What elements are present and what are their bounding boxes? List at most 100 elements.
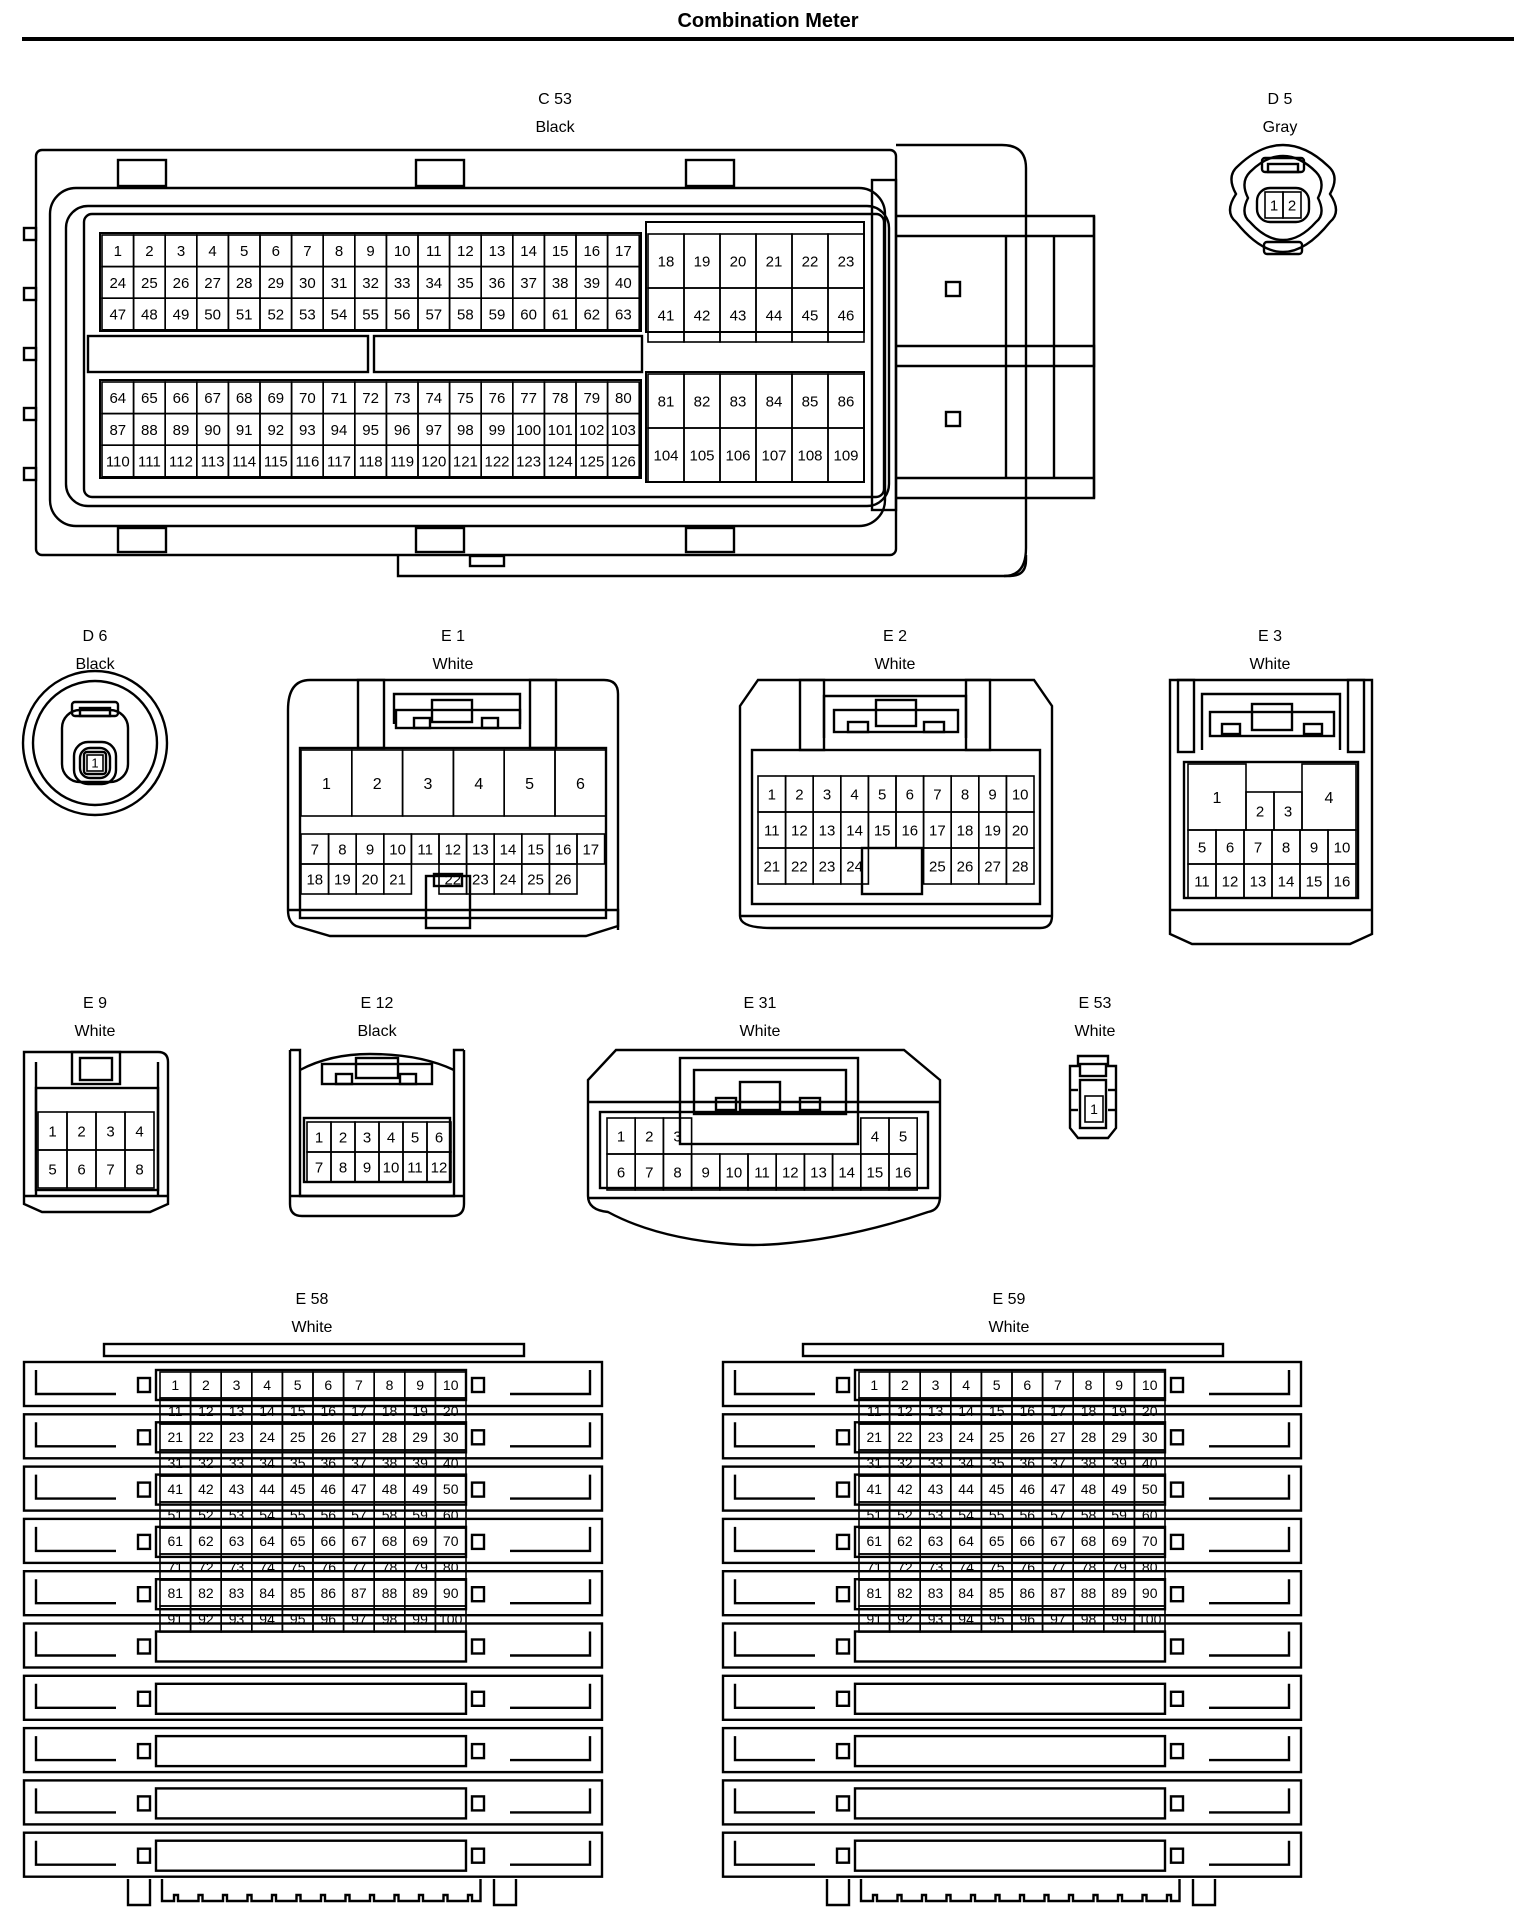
svg-text:3: 3 xyxy=(424,776,433,793)
pin-c53-11: 11 xyxy=(417,234,451,268)
svg-text:84: 84 xyxy=(259,1585,275,1601)
connector-label-e9: E 9 White xyxy=(30,990,160,1046)
pin-e58-38: 38 xyxy=(373,1449,406,1477)
svg-text:4: 4 xyxy=(387,1129,395,1146)
svg-text:16: 16 xyxy=(321,1403,337,1419)
pin-c53-10: 10 xyxy=(385,234,419,268)
svg-text:60: 60 xyxy=(443,1507,459,1523)
svg-text:5: 5 xyxy=(240,243,248,260)
pin-c53-126: 126 xyxy=(606,444,640,478)
pin-e58-4: 4 xyxy=(251,1371,284,1399)
connector-e9 xyxy=(22,1050,170,1214)
pin-e58-16: 16 xyxy=(312,1397,345,1425)
pin-c53-39: 39 xyxy=(575,265,609,300)
svg-text:68: 68 xyxy=(1081,1533,1097,1549)
pin-e1-19: 19 xyxy=(327,863,358,895)
svg-text:56: 56 xyxy=(1020,1507,1036,1523)
svg-text:62: 62 xyxy=(897,1533,913,1549)
connector-label-e59: E 59 White xyxy=(944,1286,1074,1342)
pin-e59-44: 44 xyxy=(949,1475,983,1503)
svg-text:70: 70 xyxy=(1142,1533,1158,1549)
svg-text:63: 63 xyxy=(615,306,632,323)
svg-text:72: 72 xyxy=(362,390,379,407)
svg-text:94: 94 xyxy=(958,1611,974,1627)
connector-c53 xyxy=(22,143,1096,578)
svg-text:18: 18 xyxy=(658,253,675,270)
svg-text:93: 93 xyxy=(229,1611,245,1627)
pin-c53-71: 71 xyxy=(322,381,356,415)
pin-e59-51: 51 xyxy=(858,1501,891,1529)
svg-text:107: 107 xyxy=(761,447,786,464)
svg-text:115: 115 xyxy=(264,453,288,470)
pin-d5-1: 1 xyxy=(1264,191,1284,219)
svg-text:1: 1 xyxy=(48,1123,56,1140)
pin-e58-32: 32 xyxy=(189,1449,223,1477)
svg-text:26: 26 xyxy=(957,858,974,875)
pin-c53-59: 59 xyxy=(480,297,514,331)
pin-c53-80: 80 xyxy=(606,381,640,415)
pin-e58-25: 25 xyxy=(281,1423,314,1451)
svg-text:11: 11 xyxy=(867,1403,882,1419)
svg-text:85: 85 xyxy=(802,393,819,410)
svg-text:123: 123 xyxy=(516,453,541,470)
pin-c53-34: 34 xyxy=(417,265,451,300)
svg-text:24: 24 xyxy=(109,275,126,292)
pin-e31-3: 3 xyxy=(662,1117,693,1155)
pin-e1-1: 1 xyxy=(300,749,353,817)
pin-c53-69: 69 xyxy=(259,381,293,415)
svg-text:25: 25 xyxy=(929,858,946,875)
pin-e59-10: 10 xyxy=(1133,1371,1166,1399)
connector-id-c53: C 53 xyxy=(538,91,572,108)
pin-c53-96: 96 xyxy=(385,412,419,447)
svg-text:12: 12 xyxy=(198,1403,214,1419)
pin-e58-33: 33 xyxy=(220,1449,253,1477)
svg-text:1: 1 xyxy=(1213,790,1222,807)
pin-e58-55: 55 xyxy=(281,1501,314,1529)
svg-text:98: 98 xyxy=(457,422,474,439)
pin-c53-47: 47 xyxy=(101,297,135,331)
pin-e58-52: 52 xyxy=(189,1501,223,1529)
pin-c53-81: 81 xyxy=(647,373,685,429)
pin-c53-16: 16 xyxy=(575,234,609,268)
pin-c53-115: 115 xyxy=(259,444,293,478)
svg-text:90: 90 xyxy=(204,422,221,439)
pin-c53-29: 29 xyxy=(259,265,293,300)
svg-text:13: 13 xyxy=(810,1164,827,1181)
pin-e59-5: 5 xyxy=(980,1371,1013,1399)
svg-text:44: 44 xyxy=(766,307,783,324)
pin-e2-4: 4 xyxy=(839,775,870,813)
connector-label-e53: E 53 White xyxy=(1030,990,1160,1046)
svg-text:67: 67 xyxy=(351,1533,367,1549)
svg-text:99: 99 xyxy=(412,1611,428,1627)
pin-c53-84: 84 xyxy=(755,373,793,429)
svg-text:74: 74 xyxy=(425,390,442,407)
svg-text:42: 42 xyxy=(694,307,711,324)
title-rule xyxy=(22,37,1514,41)
svg-text:89: 89 xyxy=(173,422,190,439)
pin-c53-70: 70 xyxy=(290,381,325,415)
svg-text:28: 28 xyxy=(382,1429,398,1445)
pin-c53-68: 68 xyxy=(227,381,261,415)
pin-e58-28: 28 xyxy=(373,1423,406,1451)
pin-e58-90: 90 xyxy=(434,1579,467,1607)
svg-text:1: 1 xyxy=(1270,197,1278,214)
svg-text:15: 15 xyxy=(874,822,891,839)
pin-e1-17: 17 xyxy=(576,833,606,865)
svg-text:4: 4 xyxy=(871,1128,879,1145)
pin-c53-64: 64 xyxy=(101,381,135,415)
svg-text:66: 66 xyxy=(173,390,190,407)
pin-c53-61: 61 xyxy=(543,297,577,331)
svg-text:50: 50 xyxy=(443,1481,459,1497)
pin-e58-23: 23 xyxy=(220,1423,253,1451)
svg-text:38: 38 xyxy=(1081,1455,1097,1471)
pin-c53-94: 94 xyxy=(322,412,356,447)
pin-e2-18: 18 xyxy=(950,811,980,849)
svg-text:27: 27 xyxy=(984,858,1001,875)
svg-text:77: 77 xyxy=(520,390,537,407)
svg-text:3: 3 xyxy=(932,1377,940,1393)
pin-e1-26: 26 xyxy=(548,863,578,895)
pin-e58-36: 36 xyxy=(312,1449,345,1477)
connector-label-e58: E 58 White xyxy=(247,1286,377,1342)
svg-text:16: 16 xyxy=(895,1164,912,1181)
svg-text:98: 98 xyxy=(382,1611,398,1627)
